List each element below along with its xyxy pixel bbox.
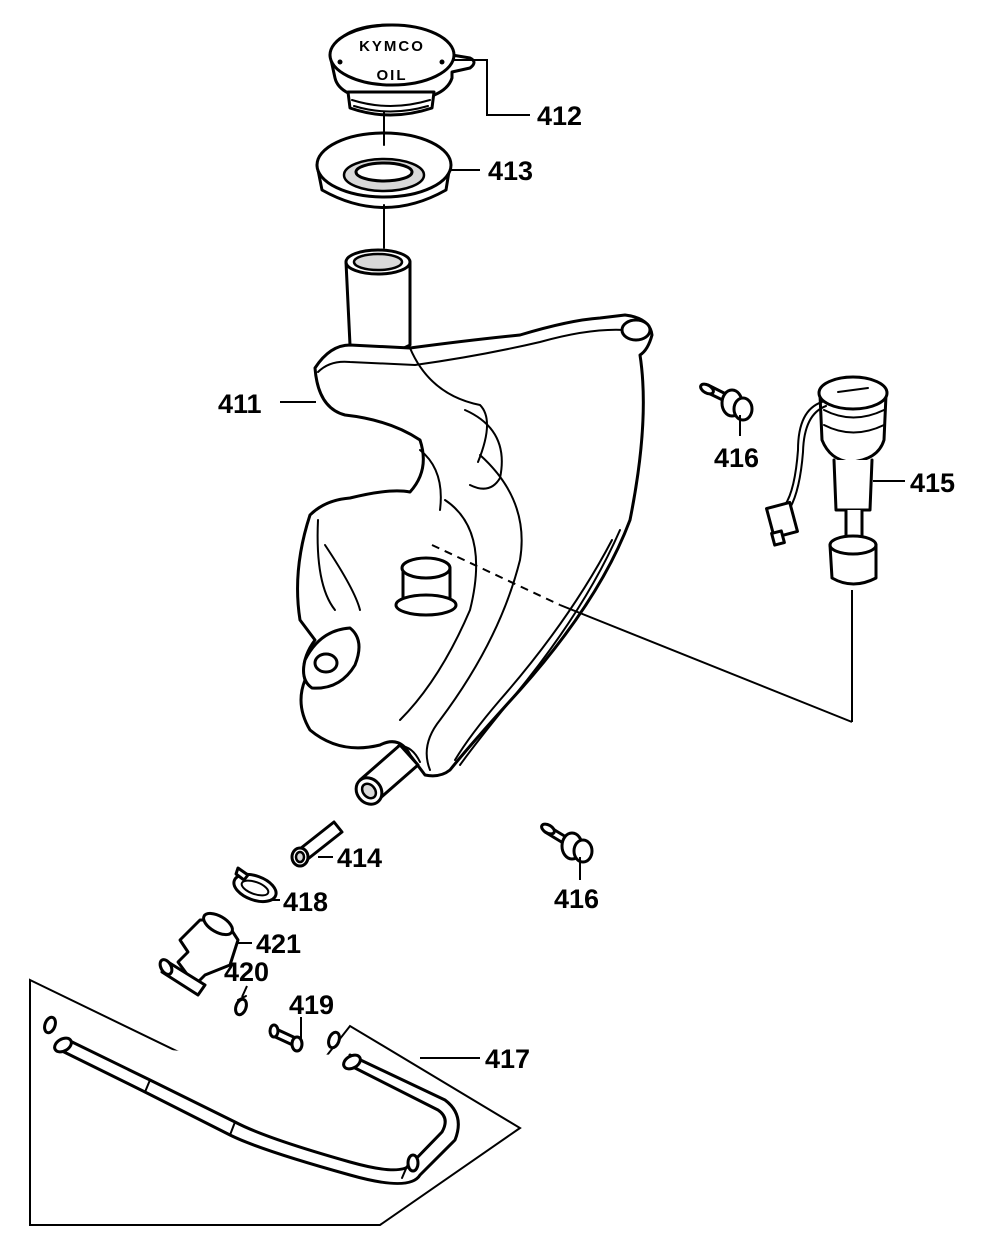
callout-411: 411: [218, 389, 262, 419]
callout-413: 413: [488, 156, 533, 186]
breather-hose-417: [29, 978, 522, 1226]
cap-logo-text: KYMCO: [359, 38, 425, 55]
bolt-grommet-416-lower: [540, 822, 594, 864]
hose-clamp-418: [232, 866, 278, 904]
clip-420: [234, 995, 248, 1017]
oil-level-sensor-415: [765, 375, 889, 586]
callout-414: 414: [337, 843, 382, 873]
assembly-guide-lines: [431, 544, 853, 723]
callout-419: 419: [289, 990, 334, 1020]
cap-oil-text: OIL: [377, 67, 408, 84]
leader-lines: [237, 59, 905, 1059]
callout-415: 415: [910, 468, 955, 498]
oil-tank-411: [296, 248, 654, 806]
callout-418: 418: [283, 887, 328, 917]
elbow-fitting-421: [158, 911, 240, 997]
oil-cap-412: KYMCO OIL: [328, 23, 476, 117]
callout-420: 420: [224, 957, 269, 987]
callout-417: 417: [485, 1044, 530, 1074]
callout-416-upper: 416: [714, 443, 759, 473]
callout-421: 421: [256, 929, 301, 959]
bolt-grommet-416-upper: [699, 382, 754, 422]
callout-412: 412: [537, 101, 582, 131]
valve-419: [268, 1023, 304, 1053]
bolt-414: [290, 820, 344, 868]
callout-416-lower: 416: [554, 884, 599, 914]
